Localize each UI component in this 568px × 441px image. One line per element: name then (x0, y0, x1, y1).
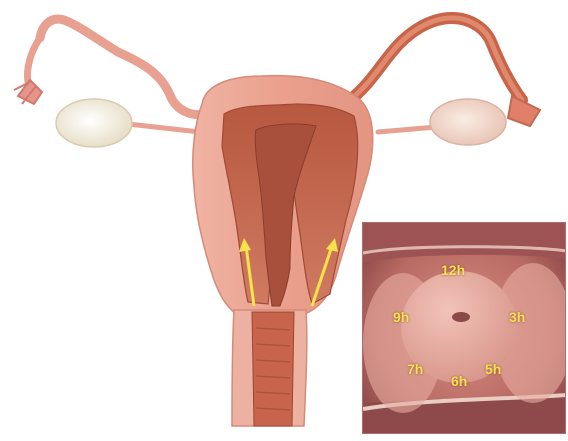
external-os (452, 312, 470, 322)
clock-label-12h: 12h (441, 263, 465, 277)
cervix-photo-inset: 12h 9h 3h 7h 6h 5h (362, 222, 566, 434)
right-ovary (430, 99, 506, 145)
clock-label-6h: 6h (451, 374, 467, 388)
clock-label-7h: 7h (407, 362, 423, 376)
clock-label-5h: 5h (485, 362, 501, 376)
left-ovary (56, 99, 132, 147)
cervix-photo (363, 223, 566, 434)
clock-label-3h: 3h (509, 310, 525, 324)
clock-label-9h: 9h (393, 310, 409, 324)
